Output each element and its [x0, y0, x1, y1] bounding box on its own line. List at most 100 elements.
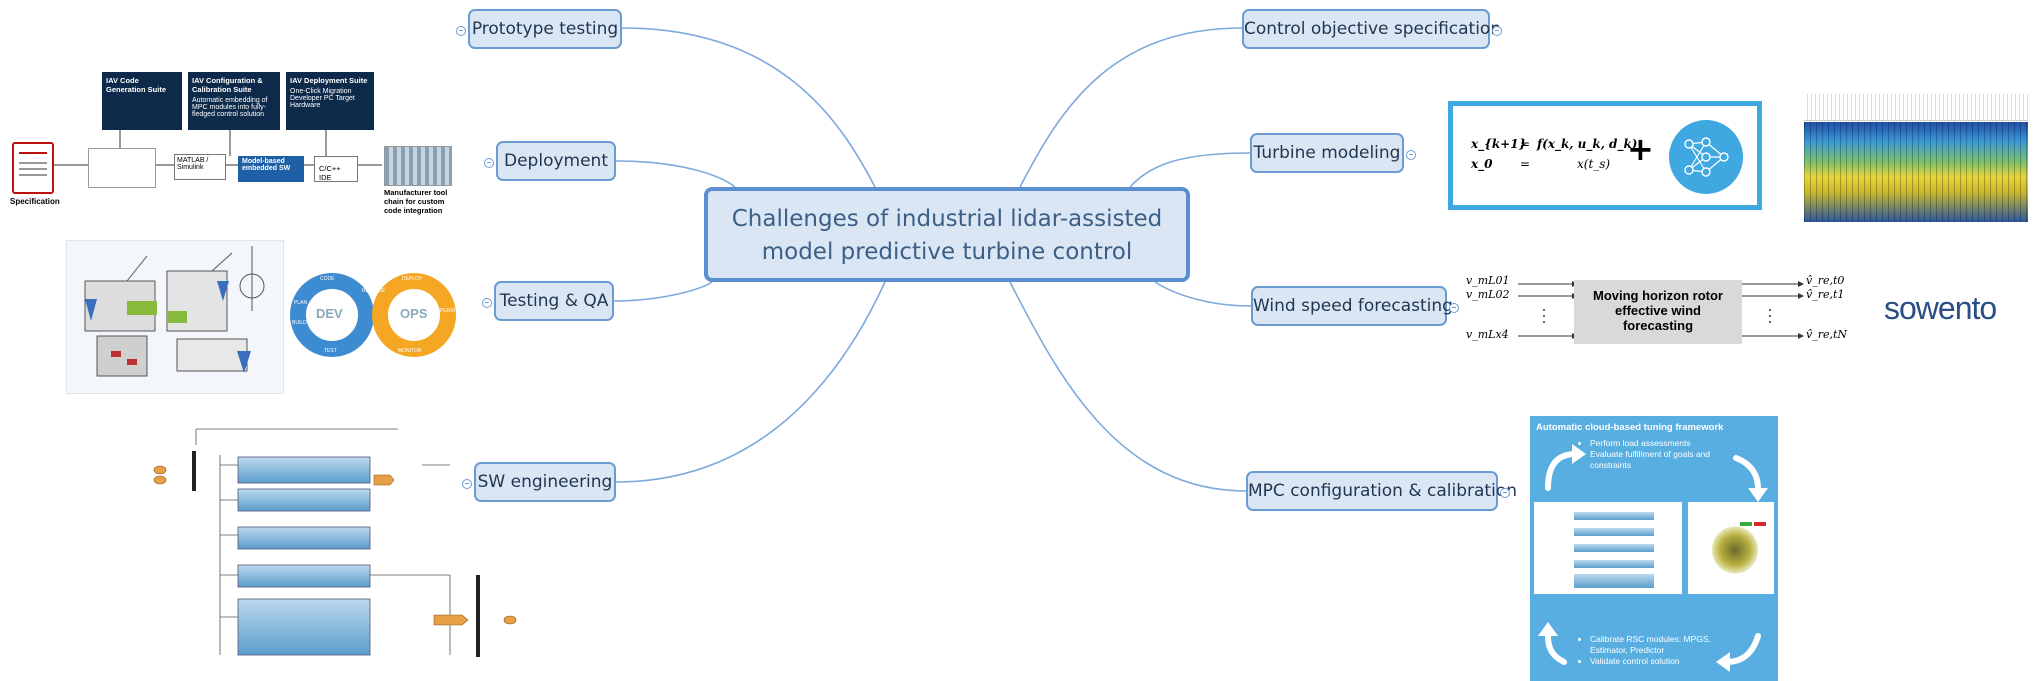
server-rack-image: [384, 146, 452, 186]
cloud-top-item: Evaluate fulfillment of goals and constr…: [1590, 449, 1730, 471]
test-bench-illustration: [66, 240, 284, 394]
central-topic-line1: Challenges of industrial lidar-assisted: [731, 206, 1163, 232]
box-text: One-Click Migration Developer PC Target …: [290, 88, 355, 109]
neural-network-icon: [1669, 120, 1743, 194]
box-title: IAV Configuration & Calibration Suite: [192, 76, 263, 94]
devops-ops: OPS: [400, 306, 428, 321]
wind-field-heatmap: [1800, 86, 2032, 228]
ide-box: C/C++ IDE: [314, 156, 358, 182]
collapse-toggle-icon[interactable]: [1500, 488, 1510, 498]
collapse-toggle-icon[interactable]: [482, 298, 492, 308]
node-label: Testing & QA: [499, 291, 609, 311]
deployment-suite: IAV Deployment Suite One-Click Migration…: [286, 72, 374, 130]
manufacturer-label: Manufacturer tool chain for custom code …: [384, 188, 448, 215]
node-label: Control objective specification: [1244, 19, 1502, 39]
central-topic[interactable]: Challenges of industrial lidar-assisted …: [704, 187, 1190, 282]
input-v2: v_mL02: [1466, 288, 1510, 301]
node-deployment[interactable]: Deployment: [484, 141, 616, 181]
node-label: SW engineering: [477, 472, 613, 492]
cycle-arrows: [1538, 444, 1768, 672]
devops-monitor: MONITOR: [398, 348, 422, 354]
central-topic-line2: model predictive turbine control: [761, 239, 1133, 265]
devops-plan: PLAN: [294, 300, 308, 306]
eq-lhs2: x_0: [1471, 157, 1493, 171]
deployment-toolchain-figure: Specification IAV Code Generation Suite …: [8, 70, 458, 220]
node-turbine-modeling[interactable]: Turbine modeling: [1250, 133, 1416, 173]
clipboard-icon: [12, 142, 54, 194]
wind-forecasting-block: v_mL01 v_mL02 v_mLx4 Moving horizon roto…: [1466, 270, 1847, 350]
cloud-tuning-panel: Automatic cloud-based tuning framework P…: [1530, 416, 1778, 681]
node-prototype-testing[interactable]: Prototype testing: [456, 9, 622, 49]
collapse-toggle-icon[interactable]: [462, 479, 472, 489]
eq-sign: =: [1519, 137, 1531, 151]
node-wind-speed-forecasting[interactable]: Wind speed forecasting: [1251, 286, 1459, 326]
collapse-toggle-icon[interactable]: [484, 158, 494, 168]
output-2: v̂_re,t1: [1806, 288, 1845, 301]
sowento-logo: sowento: [1884, 290, 1997, 326]
box-text: Automatic embedding of MPC modules into …: [192, 97, 268, 118]
node-label: Prototype testing: [471, 19, 619, 39]
matlab-simulink-box: MATLAB / Simulink: [174, 154, 226, 180]
input-vn: v_mLx4: [1466, 328, 1509, 341]
box-title: IAV Code Generation Suite: [106, 76, 167, 94]
test-bench-sketch: [84, 246, 265, 377]
connector-deployment: [615, 160, 736, 188]
devops-operate: OPERATE: [436, 308, 460, 314]
collapse-toggle-icon[interactable]: [1406, 150, 1416, 160]
toolchain-arrows: [51, 130, 382, 166]
collapse-toggle-icon[interactable]: [1449, 303, 1459, 313]
spec-document: [88, 148, 156, 188]
simulink-thumbnail: [1534, 502, 1682, 594]
output-1: v̂_re,t0: [1806, 274, 1845, 287]
scatter-thumbnail: [1688, 502, 1774, 594]
input-v1: v_mL01: [1466, 274, 1510, 287]
cloud-bottom-item: Calibrate RSC modules: MPGS, Estimator, …: [1590, 634, 1730, 656]
eq-lhs1: x_{k+1}: [1471, 137, 1527, 151]
connector-sw: [615, 281, 886, 483]
devops-build: BUILD: [292, 320, 307, 326]
cloud-top-item: Perform load assessments: [1590, 438, 1730, 449]
simulink-block-diagram: [150, 425, 526, 660]
box-title: IAV Deployment Suite: [290, 76, 368, 85]
node-label: Wind speed forecasting: [1253, 296, 1453, 316]
node-sw-engineering[interactable]: SW engineering: [462, 462, 616, 502]
code-generation-suite: IAV Code Generation Suite: [102, 72, 182, 130]
cloud-bottom-item: Validate control solution: [1590, 656, 1730, 667]
eq-rhs1: f(x_k, u_k, d_k): [1537, 137, 1638, 151]
devops-deploy: DEPLOY: [402, 276, 423, 282]
node-label: Deployment: [504, 151, 608, 171]
node-label: MPC configuration & calibration: [1248, 481, 1517, 501]
devops-release: RELEASE: [362, 288, 386, 294]
plus-sign: +: [1627, 130, 1654, 168]
collapse-toggle-icon[interactable]: [1492, 26, 1502, 36]
node-control-objective[interactable]: Control objective specification: [1242, 9, 1502, 49]
connector-turbine: [1129, 152, 1251, 188]
devops-dev: DEV: [316, 306, 343, 321]
cloud-bottom-list: Calibrate RSC modules: MPGS, Estimator, …: [1578, 634, 1730, 667]
eq-sign: =: [1519, 157, 1531, 171]
state-equation: x_{k+1}=f(x_k, u_k, d_k) x_0=x(t_s): [1471, 134, 1637, 174]
collapse-toggle-icon[interactable]: [456, 26, 466, 36]
simulink-blocks: [153, 428, 517, 657]
connector-prototype: [621, 27, 876, 188]
connector-mpc: [1009, 281, 1247, 492]
connector-wind: [1154, 281, 1252, 307]
node-mpc-configuration[interactable]: MPC configuration & calibration: [1246, 471, 1517, 511]
configuration-calibration-suite: IAV Configuration & Calibration Suite Au…: [188, 72, 280, 130]
forecasting-box: Moving horizon rotor effective wind fore…: [1574, 280, 1742, 344]
node-label: Turbine modeling: [1253, 143, 1401, 163]
devops-infinity-diagram: DEV OPS CODE TEST BUILD PLAN RELEASE DEP…: [290, 270, 460, 360]
cloud-top-list: Perform load assessments Evaluate fulfil…: [1578, 438, 1730, 471]
devops-test: TEST: [324, 348, 337, 354]
connector-testing: [613, 281, 713, 302]
node-testing-qa[interactable]: Testing & QA: [482, 281, 614, 321]
connector-control: [1019, 27, 1243, 188]
spec-label: Specification: [10, 197, 60, 206]
cloud-title: Automatic cloud-based tuning framework: [1536, 422, 1724, 433]
turbine-model-equation-panel: x_{k+1}=f(x_k, u_k, d_k) x_0=x(t_s) +: [1448, 101, 1762, 210]
output-n: v̂_re,tN: [1806, 328, 1848, 341]
devops-loop: [290, 273, 456, 357]
devops-code: CODE: [320, 276, 335, 282]
embedded-sw-box: Model-based embedded SW: [238, 156, 304, 182]
